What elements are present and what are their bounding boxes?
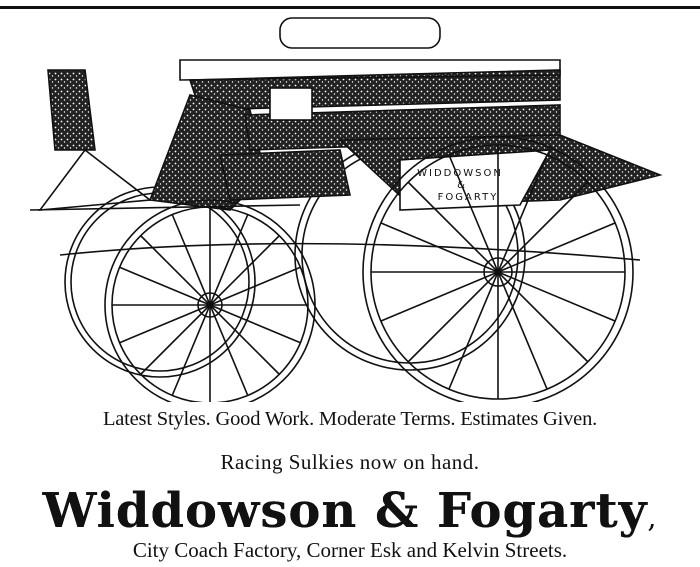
- notice: Racing Sulkies now on hand.: [220, 450, 480, 474]
- address: City Coach Factory, Corner Esk and Kelvi…: [132, 538, 568, 562]
- rear-wheel: [362, 136, 634, 402]
- firm-name-heading: Widdowson & Fogarty,: [0, 483, 700, 539]
- front-wheel: [104, 199, 316, 402]
- far-front-wheel: [64, 186, 256, 378]
- firm-comma: ,: [647, 501, 658, 534]
- coach-lettering: &: [457, 180, 467, 191]
- coach-lettering: WIDDOWSON: [417, 168, 503, 179]
- tagline: Latest Styles. Good Work. Moderate Terms…: [102, 408, 598, 430]
- coach-lettering: FOGARTY: [438, 192, 499, 203]
- firm-name: Widdowson & Fogarty: [42, 483, 648, 539]
- top-rule: [0, 6, 700, 9]
- carriage-illustration: WIDDOWSON & FOGARTY: [29, 17, 663, 402]
